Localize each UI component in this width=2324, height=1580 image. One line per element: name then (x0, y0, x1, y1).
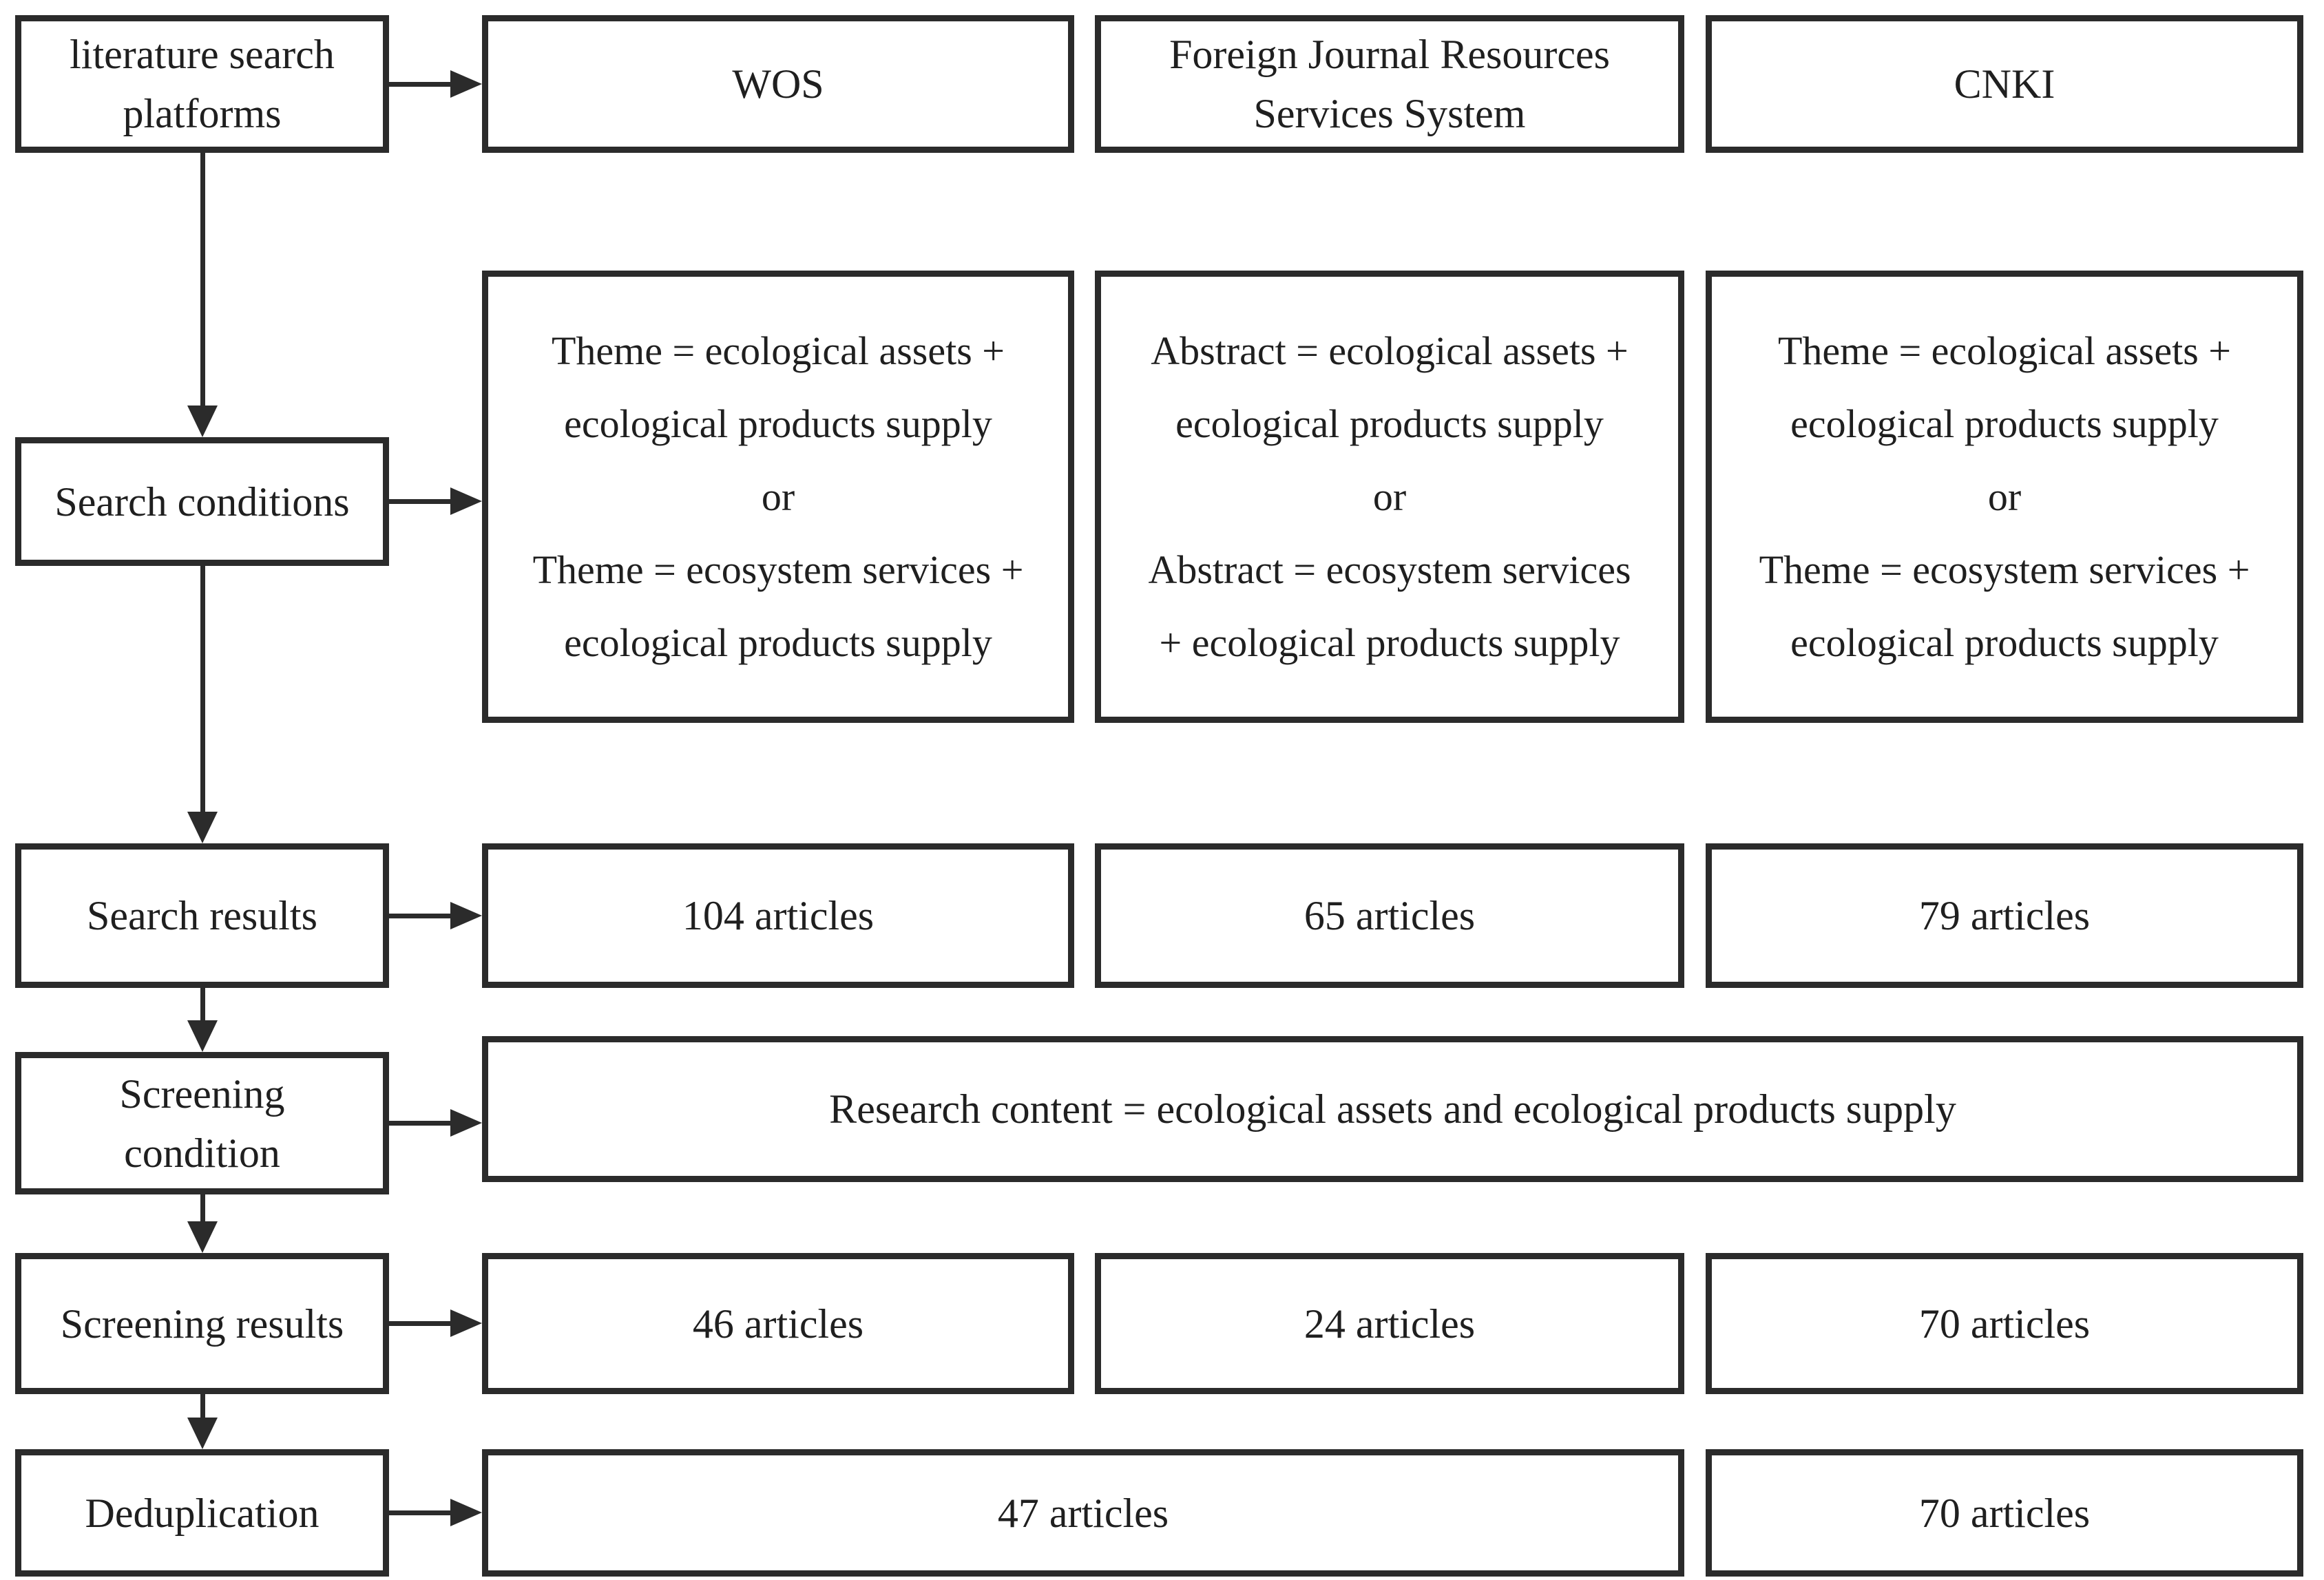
screening-results-box-foreign-journal: 24 articles (1095, 1253, 1684, 1394)
label-box-screening-results: Screening results (15, 1253, 389, 1394)
label-box-search-conditions: Search conditions (15, 437, 389, 566)
screening-condition-box: Research content = ecological assets and… (482, 1036, 2303, 1182)
search-results-box-foreign-journal: 65 articles (1095, 843, 1684, 988)
arrow-right-row2 (389, 499, 450, 504)
arrow-right-head-row4 (450, 1109, 482, 1137)
platform-box-wos: WOS (482, 15, 1074, 153)
arrow-right-head-row1 (450, 70, 482, 98)
arrow-right-row1 (389, 82, 450, 87)
deduplication-box-merged: 47 articles (482, 1449, 1684, 1577)
arrow-right-head-row5 (450, 1309, 482, 1337)
arrow-right-head-row6 (450, 1499, 482, 1526)
arrow-down-conditions-to-results (200, 566, 205, 812)
platform-box-cnki: CNKI (1706, 15, 2303, 153)
search-results-box-wos: 104 articles (482, 843, 1074, 988)
label-box-screening-condition: Screening condition (15, 1052, 389, 1194)
arrow-down-head-1 (187, 405, 218, 437)
arrow-down-screening-condition-to-screening-results (200, 1194, 205, 1221)
arrow-down-head-3 (187, 1020, 218, 1052)
screening-results-box-wos: 46 articles (482, 1253, 1074, 1394)
deduplication-box-cnki: 70 articles (1706, 1449, 2303, 1577)
search-results-box-cnki: 79 articles (1706, 843, 2303, 988)
label-box-deduplication: Deduplication (15, 1449, 389, 1577)
arrow-down-head-5 (187, 1418, 218, 1449)
arrow-down-head-2 (187, 812, 218, 843)
arrow-down-platforms-to-conditions (200, 153, 205, 405)
arrow-down-screening-results-to-deduplication (200, 1394, 205, 1418)
arrow-right-row5 (389, 1321, 450, 1326)
condition-box-cnki: Theme = ecological assets + ecological p… (1706, 271, 2303, 723)
label-box-literature-search-platforms: literature search platforms (15, 15, 389, 153)
arrow-down-results-to-screening-condition (200, 988, 205, 1020)
arrow-right-row3 (389, 914, 450, 918)
platform-box-foreign-journal: Foreign Journal Resources Services Syste… (1095, 15, 1684, 153)
condition-box-wos: Theme = ecological assets + ecological p… (482, 271, 1074, 723)
arrow-down-head-4 (187, 1221, 218, 1253)
condition-box-foreign-journal: Abstract = ecological assets + ecologica… (1095, 271, 1684, 723)
arrow-right-head-row3 (450, 902, 482, 929)
arrow-right-row4 (389, 1121, 450, 1126)
label-box-search-results: Search results (15, 843, 389, 988)
arrow-right-row6 (389, 1510, 450, 1515)
arrow-right-head-row2 (450, 487, 482, 515)
screening-results-box-cnki: 70 articles (1706, 1253, 2303, 1394)
